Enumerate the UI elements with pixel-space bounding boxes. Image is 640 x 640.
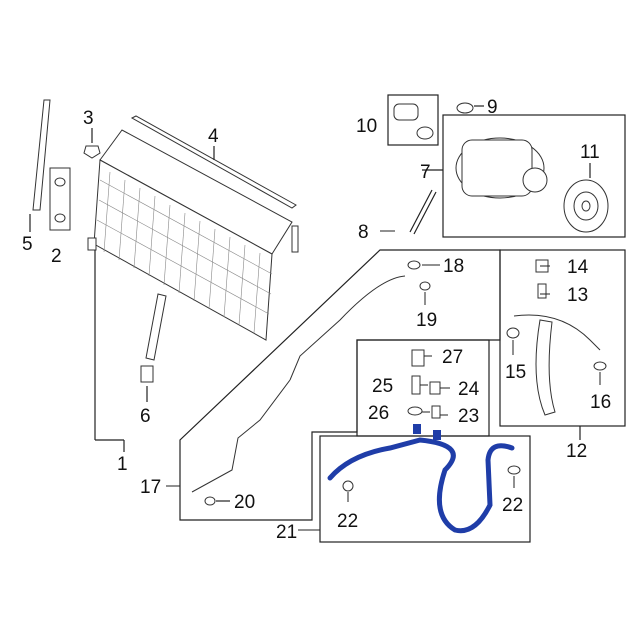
callout-12: 12: [566, 441, 587, 462]
callout-8: 8: [358, 222, 369, 243]
compressor-group-box: [442, 114, 626, 238]
callout-23: 23: [458, 406, 479, 427]
callout-18: 18: [443, 256, 464, 277]
callout-7: 7: [420, 162, 431, 183]
discharge-hose: [327, 349, 521, 534]
callout-16: 16: [590, 392, 611, 413]
side-seal-strip: [29, 99, 51, 232]
receiver-drier: [140, 293, 167, 402]
callout-22-right: 22: [502, 495, 523, 516]
callout-22-left: 22: [337, 511, 358, 532]
gasket-kit: [393, 103, 434, 140]
discharge-hose-inner-box: [356, 339, 490, 437]
gasket-kit-box: [387, 94, 439, 146]
callout-14: 14: [567, 257, 589, 278]
callout-26: 26: [368, 403, 389, 424]
callout-1: 1: [117, 454, 128, 475]
leader-lines: [166, 230, 601, 531]
callout-10: 10: [356, 116, 377, 137]
callout-20: 20: [234, 492, 255, 513]
o-ring-9: [456, 102, 474, 114]
callout-9: 9: [487, 97, 498, 118]
upper-seal: [130, 115, 297, 209]
clutch-pulley: [563, 163, 609, 233]
callout-21: 21: [276, 522, 297, 543]
callout-3: 3: [83, 108, 94, 129]
liquid-line: [191, 260, 431, 506]
condenser-bracket: [49, 167, 71, 231]
callout-19: 19: [416, 310, 437, 331]
condenser-bolt: [83, 128, 101, 159]
callout-2: 2: [51, 246, 62, 267]
callout-27: 27: [442, 347, 463, 368]
callout-13: 13: [567, 285, 588, 306]
callout-11: 11: [580, 142, 600, 163]
compressor: [409, 137, 548, 235]
callout-17: 17: [140, 477, 161, 498]
callout-25: 25: [372, 376, 393, 397]
callout-6: 6: [140, 406, 151, 427]
callout-24: 24: [458, 379, 480, 400]
callout-15: 15: [505, 362, 526, 383]
condenser: [87, 129, 299, 452]
liquid-line-group-box: [179, 249, 501, 521]
callout-5: 5: [22, 234, 33, 255]
callout-4: 4: [208, 126, 219, 147]
